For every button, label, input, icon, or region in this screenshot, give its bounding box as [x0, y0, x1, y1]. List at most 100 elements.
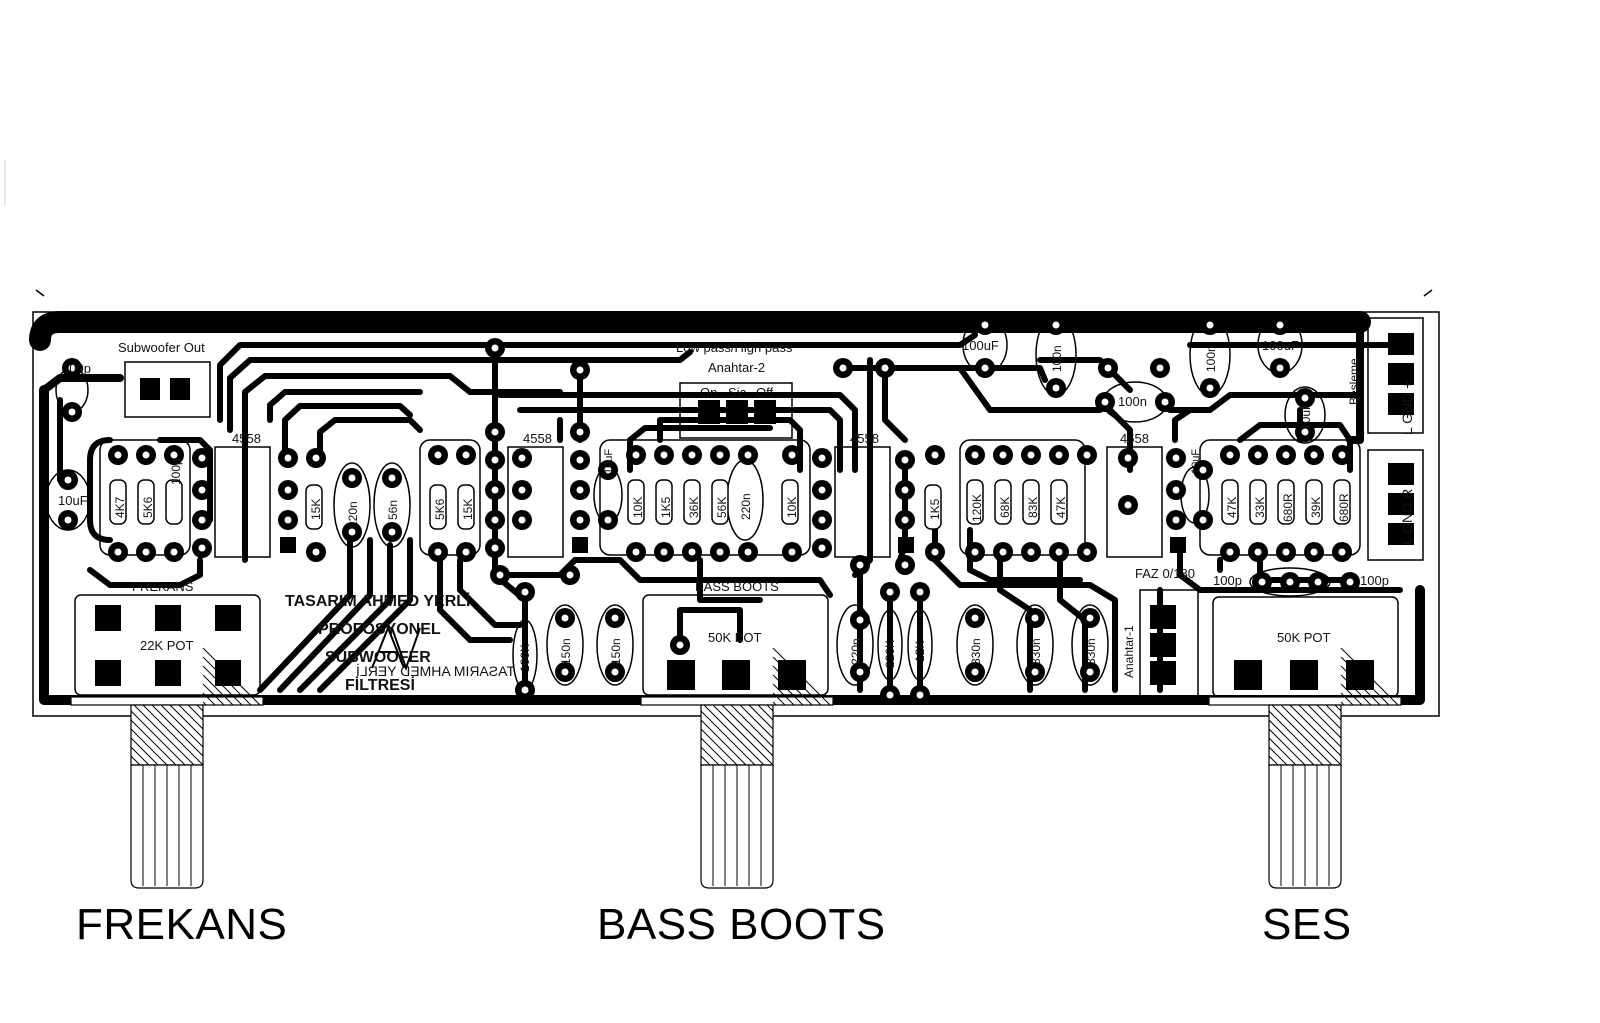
label-r-47kb: 47K	[1225, 497, 1239, 518]
pad-hole	[1027, 451, 1035, 459]
pad-hole	[886, 691, 894, 699]
ic-4558-3	[834, 446, 891, 558]
pad-hole	[1276, 321, 1284, 329]
pad-hole	[1055, 548, 1063, 556]
hatch-line	[1340, 656, 1390, 706]
resistor-group	[419, 439, 481, 556]
label-switch-1: Anahtar-1	[1122, 625, 1136, 678]
hatch-line	[202, 683, 225, 706]
pad-hole	[388, 474, 396, 482]
pad-hole	[1206, 321, 1214, 329]
hatch-line	[703, 704, 765, 766]
pad-hole	[931, 548, 939, 556]
pad-hole	[839, 364, 847, 372]
pad-hole	[1161, 398, 1169, 406]
pad-hole	[1172, 454, 1180, 462]
design-line-2: PROFOSYONEL	[318, 621, 441, 638]
corner-mark	[1423, 289, 1433, 297]
pad-hole	[114, 548, 122, 556]
label-r-68k: 68K	[998, 497, 1012, 518]
label-c-330n: 330n	[969, 638, 983, 665]
pad-hole	[1310, 451, 1318, 459]
hatch-line	[1268, 710, 1324, 766]
hatch-line	[1289, 704, 1342, 757]
label-100uf: 100uF	[962, 338, 999, 353]
pad-hole	[1124, 501, 1132, 509]
label-ic-4: 4558	[1120, 431, 1149, 446]
label-100uf-b: 100uF	[1262, 338, 1299, 353]
hatch-line	[202, 665, 243, 706]
label-c-220nc: 220n	[849, 638, 863, 665]
pad-hole	[68, 408, 76, 416]
pad-hole	[170, 451, 178, 459]
hatch-line	[151, 704, 204, 757]
hatch-line	[142, 704, 204, 766]
pad-hole	[716, 451, 724, 459]
hatch-line	[1340, 674, 1372, 706]
label-r-15kb: 15K	[461, 499, 475, 520]
pad-hole	[348, 528, 356, 536]
resistor-bodies	[109, 479, 1351, 530]
pad-hole	[1206, 384, 1214, 392]
pad-hole	[716, 548, 724, 556]
pad-hole	[1226, 548, 1234, 556]
label-r-680r: 680R	[1281, 493, 1295, 522]
pad-hole	[566, 571, 574, 579]
label-phase: FAZ 0/180	[1135, 566, 1195, 581]
pad-hole	[981, 364, 989, 372]
pad-hole	[818, 516, 826, 524]
pad-hole	[491, 486, 499, 494]
hatch-line	[187, 704, 204, 721]
hatch-line	[202, 692, 216, 706]
pad-hole	[312, 548, 320, 556]
label-r-680rb: 680R	[1337, 493, 1351, 522]
pad-hole	[901, 456, 909, 464]
hatch-line	[160, 704, 204, 748]
pad-hole	[818, 454, 826, 462]
hatch-line	[1268, 737, 1297, 766]
pad-hole	[434, 451, 442, 459]
hatch-line	[757, 704, 774, 721]
label-100n-c: 100n	[1118, 394, 1147, 409]
pot-shafts	[70, 647, 1402, 889]
label-r-100k: 100K	[518, 644, 532, 672]
pad-hole	[576, 516, 584, 524]
label-r-12k: 12K	[913, 641, 927, 662]
label-pot-50k-a: 50K POT	[708, 630, 762, 645]
label-c-330nc: 330n	[1084, 638, 1098, 665]
hatch-line	[748, 704, 774, 730]
pad-hole	[170, 548, 178, 556]
label-ic-1: 4558	[232, 431, 261, 446]
pad-hole	[1286, 578, 1294, 586]
pad-hole	[971, 614, 979, 622]
label-c-10uf-d: 10uF	[1190, 449, 1202, 474]
pad-hole	[1346, 578, 1354, 586]
label-freq-pcb: FREKANS	[132, 579, 194, 594]
pad-hole	[1101, 398, 1109, 406]
hatch-line	[766, 704, 774, 712]
design-line-1: TASARIM AHMED YERLİ	[285, 592, 470, 610]
pad-hole	[491, 344, 499, 352]
hatch-line	[772, 647, 831, 706]
pad-hole	[971, 451, 979, 459]
pad-hole	[688, 548, 696, 556]
hatch-line	[130, 746, 150, 766]
power-connector	[1367, 317, 1424, 434]
label-r-36k: 36K	[687, 497, 701, 518]
pad-hole	[348, 474, 356, 482]
label-c-220n: 220n	[346, 501, 360, 528]
label-c-100p: 100p	[169, 458, 183, 485]
pad-hole	[611, 614, 619, 622]
hatch-line	[1268, 719, 1315, 766]
pot-flange	[70, 696, 264, 706]
pad-hole	[1172, 516, 1180, 524]
pad-hole	[1310, 548, 1318, 556]
label-r-15k: 15K	[309, 499, 323, 520]
pad-hole	[632, 548, 640, 556]
pad-hole	[886, 588, 894, 596]
pad-hole	[818, 486, 826, 494]
pad-hole	[1282, 548, 1290, 556]
pad-hole	[64, 476, 72, 484]
pad-hole	[1276, 364, 1284, 372]
label-c-10uf-c: 10uF	[1299, 403, 1313, 430]
